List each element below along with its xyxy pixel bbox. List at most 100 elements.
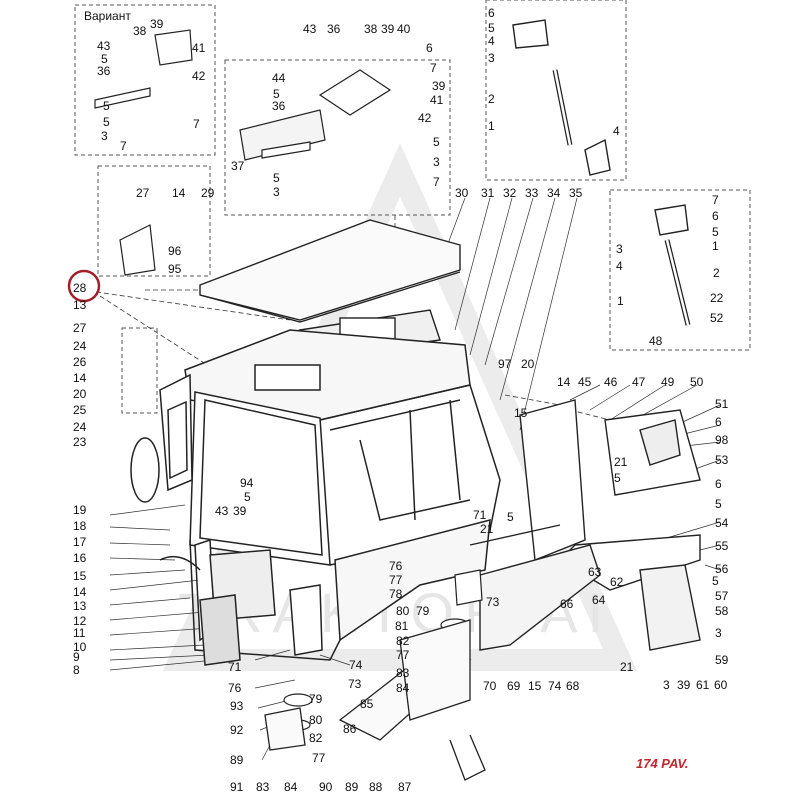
callout-98: 98: [715, 433, 729, 447]
callout-28: 28: [73, 281, 87, 295]
inset-variant-box: [74, 4, 216, 156]
callout-81: 81: [395, 619, 409, 633]
callout-36: 36: [327, 22, 341, 36]
rear-panels: [469, 399, 701, 651]
callout-73: 73: [486, 595, 500, 609]
callout-82: 82: [396, 634, 410, 648]
callout-77: 77: [396, 648, 410, 662]
callout-3: 3: [616, 242, 623, 256]
callout-39: 39: [381, 22, 395, 36]
callout-57: 57: [715, 589, 729, 603]
callout-5: 5: [712, 225, 719, 239]
callout-3: 3: [663, 678, 670, 692]
callout-44: 44: [272, 71, 286, 85]
callout-76: 76: [389, 559, 403, 573]
callout-94: 94: [240, 476, 254, 490]
callout-80: 80: [396, 604, 410, 618]
figure-caption: 174 PAV.: [636, 756, 689, 771]
callout-42: 42: [192, 69, 206, 83]
callout-77: 77: [312, 751, 326, 765]
callout-42: 42: [418, 111, 432, 125]
callout-47: 47: [632, 375, 646, 389]
callout-84: 84: [396, 681, 410, 695]
callout-15: 15: [73, 569, 87, 583]
callout-5: 5: [101, 52, 108, 66]
callout-16: 16: [73, 551, 87, 565]
callout-1: 1: [488, 119, 495, 133]
callout-83: 83: [396, 666, 410, 680]
callout-29: 29: [201, 186, 215, 200]
callout-24: 24: [73, 420, 87, 434]
callout-89: 89: [345, 780, 359, 794]
callout-34: 34: [547, 186, 561, 200]
callout-82: 82: [309, 731, 323, 745]
callout-35: 35: [569, 186, 583, 200]
callout-77: 77: [389, 573, 403, 587]
callout-3: 3: [488, 51, 495, 65]
callout-74: 74: [548, 679, 562, 693]
callout-20: 20: [521, 357, 535, 371]
callout-30: 30: [455, 186, 469, 200]
callout-53: 53: [715, 453, 729, 467]
callout-95: 95: [168, 262, 182, 276]
callout-40: 40: [397, 22, 411, 36]
callout-91: 91: [230, 780, 244, 794]
callout-14: 14: [557, 375, 571, 389]
callout-58: 58: [715, 604, 729, 618]
callout-2: 2: [713, 266, 720, 280]
callout-39: 39: [233, 504, 247, 518]
callout-74: 74: [349, 658, 363, 672]
callout-92: 92: [230, 723, 244, 737]
callout-78: 78: [389, 587, 403, 601]
callout-14: 14: [172, 186, 186, 200]
callout-2: 2: [488, 92, 495, 106]
callout-21: 21: [480, 522, 494, 536]
callout-5: 5: [488, 21, 495, 35]
callout-90: 90: [319, 780, 333, 794]
callout-71: 71: [228, 660, 242, 674]
callout-51: 51: [715, 397, 729, 411]
callout-50: 50: [690, 375, 704, 389]
callout-4: 4: [613, 124, 620, 138]
callout-23: 23: [73, 435, 87, 449]
callout-89: 89: [230, 753, 244, 767]
callout-93: 93: [230, 699, 244, 713]
callout-79: 79: [416, 604, 430, 618]
callout-5: 5: [433, 135, 440, 149]
callout-64: 64: [592, 593, 606, 607]
callout-61: 61: [696, 678, 710, 692]
callout-17: 17: [73, 535, 87, 549]
callout-36: 36: [272, 99, 286, 113]
callout-5: 5: [273, 171, 280, 185]
gas-struts: [512, 19, 691, 326]
callout-79: 79: [309, 692, 323, 706]
mounts: [264, 619, 486, 781]
hinges: [94, 29, 483, 731]
callout-14: 14: [73, 371, 87, 385]
callout-37: 37: [231, 159, 245, 173]
callout-46: 46: [604, 375, 618, 389]
callout-3: 3: [715, 626, 722, 640]
pointer-lines: [109, 197, 721, 761]
callout-48: 48: [649, 334, 663, 348]
callout-38: 38: [364, 22, 378, 36]
callout-3: 3: [101, 129, 108, 143]
callout-5: 5: [712, 574, 719, 588]
callout-84: 84: [284, 780, 298, 794]
callout-76: 76: [228, 681, 242, 695]
callout-60: 60: [714, 678, 728, 692]
callout-10: 10: [73, 640, 87, 654]
callout-3: 3: [433, 155, 440, 169]
inset-roof-hatch-box: [224, 59, 451, 216]
callout-8: 8: [73, 663, 80, 677]
callout-7: 7: [433, 175, 440, 189]
callout-18: 18: [73, 519, 87, 533]
callout-36: 36: [97, 64, 111, 78]
callout-5: 5: [103, 99, 110, 113]
callout-97: 97: [498, 357, 512, 371]
callout-55: 55: [715, 539, 729, 553]
callout-63: 63: [588, 565, 602, 579]
callout-43: 43: [97, 39, 111, 53]
inset-strut-box-top: [485, 0, 627, 181]
